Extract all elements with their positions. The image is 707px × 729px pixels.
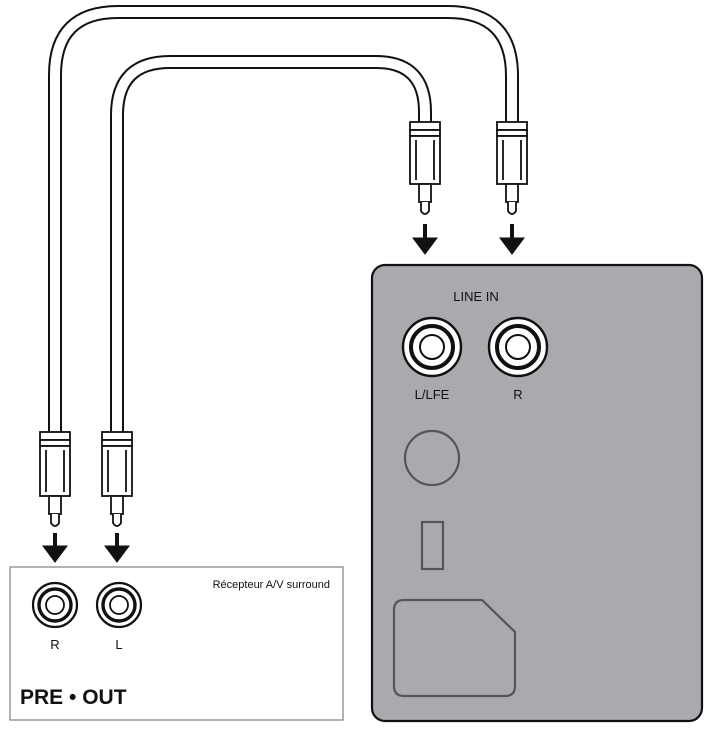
power-switch bbox=[420, 520, 445, 571]
pre-out-r-jack bbox=[31, 581, 79, 629]
rca-plug-top-r bbox=[496, 121, 528, 215]
arrow-down-icon bbox=[412, 224, 438, 255]
power-inlet bbox=[392, 598, 517, 698]
pre-out-l-jack bbox=[95, 581, 143, 629]
rca-plug-top-lfe bbox=[409, 121, 441, 215]
pre-out-r-label: R bbox=[50, 637, 59, 652]
cable-left-channel bbox=[110, 55, 432, 435]
cable-right-channel bbox=[48, 5, 519, 435]
line-in-lfe-jack bbox=[401, 316, 463, 378]
arrow-down-icon bbox=[499, 224, 525, 255]
line-in-lfe-label: L/LFE bbox=[415, 387, 450, 402]
arrow-down-icon bbox=[104, 533, 130, 563]
line-in-label: LINE IN bbox=[453, 289, 499, 304]
rca-plug-bottom-r bbox=[39, 431, 71, 527]
subwoofer-rear-panel bbox=[370, 263, 704, 723]
panel-knob bbox=[403, 429, 461, 487]
pre-out-label: PRE • OUT bbox=[20, 686, 127, 709]
pre-out-l-label: L bbox=[115, 637, 122, 652]
receiver-title: Récepteur A/V surround bbox=[213, 579, 330, 591]
line-in-r-label: R bbox=[513, 387, 522, 402]
line-in-r-jack bbox=[487, 316, 549, 378]
arrow-down-icon bbox=[42, 533, 68, 563]
rca-plug-bottom-l bbox=[101, 431, 133, 527]
